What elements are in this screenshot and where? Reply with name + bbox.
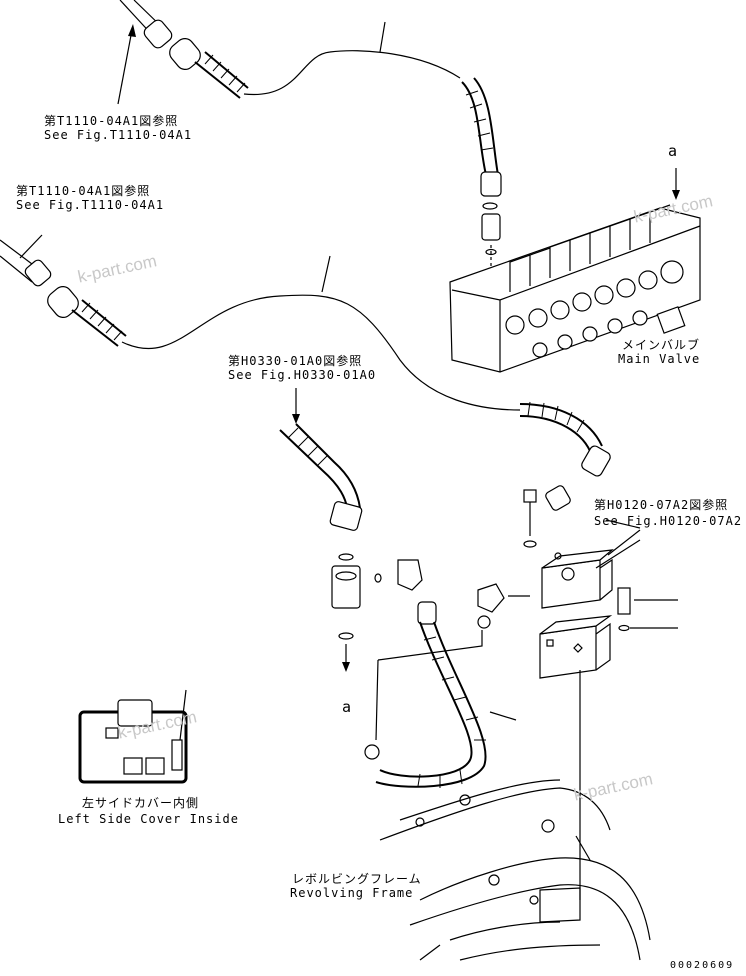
- main-valve-en: Main Valve: [618, 352, 701, 366]
- long-hose: [47, 255, 611, 477]
- valve-block-upper: [541, 539, 641, 609]
- left-side-cover: [78, 689, 188, 784]
- ref-top-jp: 第T1110-04A1図参照: [44, 114, 179, 128]
- ref-right-en: See Fig.H0120-07A2: [594, 514, 743, 528]
- ref-top-en: See Fig.T1110-04A1: [44, 128, 193, 142]
- main-valve: [449, 168, 701, 373]
- revolving-frame: [379, 779, 651, 961]
- top-hose: [169, 21, 502, 270]
- elbow-fittings: [397, 485, 571, 629]
- frame-jp: レボルビングフレーム: [292, 872, 422, 886]
- valve-block-lower: [539, 587, 678, 900]
- cover-en: Left Side Cover Inside: [58, 812, 239, 826]
- left-pipe: [0, 234, 52, 287]
- ref-left-en: See Fig.T1110-04A1: [16, 198, 165, 212]
- ref-left-jp: 第T1110-04A1図参照: [16, 184, 151, 198]
- mark-a-top: a: [668, 142, 679, 160]
- ref-mid-en: See Fig.H0330-01A0: [228, 368, 377, 382]
- frame-en: Revolving Frame: [290, 886, 414, 900]
- ref-right-jp: 第H0120-07A2図参照: [594, 498, 729, 512]
- cover-jp: 左サイドカバー内側: [82, 796, 200, 810]
- middle-hose: [279, 388, 382, 672]
- leader-lines: [117, 24, 641, 556]
- lower-hose: [364, 601, 517, 788]
- top-left-pipe: [119, 0, 173, 49]
- main-valve-jp: メインバルブ: [622, 338, 701, 352]
- ref-mid-jp: 第H0330-01A0図参照: [228, 354, 363, 368]
- mark-a-bottom: a: [342, 698, 353, 716]
- drawing-code: 00020609: [670, 960, 735, 971]
